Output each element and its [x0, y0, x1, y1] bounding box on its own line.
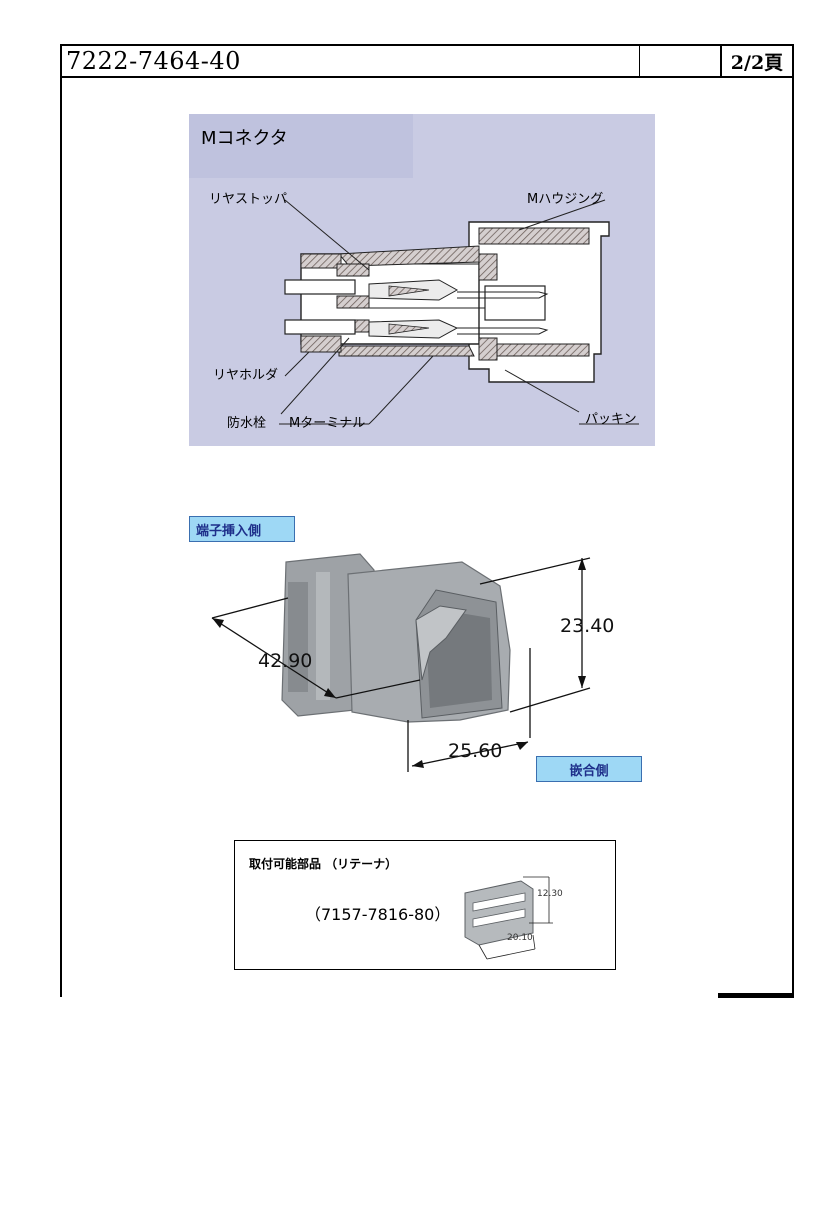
cross-section-title: Mコネクタ	[201, 128, 288, 149]
retainer-height: 12.30	[537, 889, 563, 899]
optional-part-number: （7157-7816-80）	[305, 905, 451, 924]
cross-section-drawing	[279, 199, 639, 425]
dimension-height: 23.40	[560, 615, 615, 637]
header-blank-cell	[640, 46, 722, 76]
label-rear-stopper: リヤストッパ	[209, 192, 288, 207]
label-waterproof-plug: 防水栓	[227, 416, 267, 431]
tag-mating-side: 嵌合側	[536, 756, 642, 782]
dimension-width: 25.60	[448, 740, 503, 762]
cross-section-title-block	[189, 114, 413, 178]
tag-terminal-insert-side: 端子挿入側	[189, 516, 295, 542]
doc-number: 7222-7464-40	[62, 46, 640, 76]
title-block: 7222-7464-40 2/2頁	[60, 44, 794, 78]
label-rear-holder: リヤホルダ	[213, 368, 279, 383]
label-m-housing: Mハウジング	[527, 192, 604, 207]
footer-bar	[718, 993, 794, 998]
connector-photo	[211, 553, 591, 772]
retainer-width: 20.10	[507, 933, 533, 943]
page-number: 2/2頁	[730, 51, 784, 74]
optional-part-title: 取付可能部品 （リテーナ）	[249, 857, 398, 871]
cross-section-panel: Mコネクタ	[189, 114, 655, 446]
label-m-terminal: Mターミナル	[289, 416, 366, 431]
label-packing: パッキン	[585, 412, 637, 427]
optional-part-box: 取付可能部品 （リテーナ） （7157-7816-80） 12.30 20.10	[234, 840, 616, 970]
retainer-drawing	[464, 876, 553, 960]
dimension-length: 42.90	[258, 650, 313, 672]
